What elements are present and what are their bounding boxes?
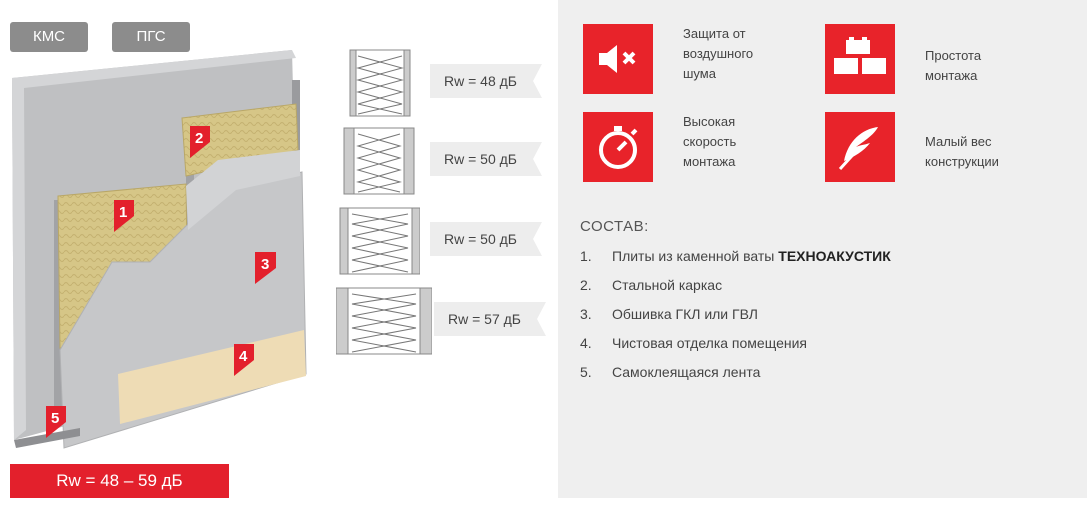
list-item: 4.Чистовая отделка помещения bbox=[580, 335, 807, 351]
wall-illustration: 1 2 3 4 5 bbox=[12, 50, 307, 449]
feature-noise-text: Защита от воздушного шума bbox=[683, 26, 754, 81]
wall-section-icon bbox=[339, 207, 420, 275]
section-row-1: Rw = 48 дБ bbox=[336, 44, 546, 120]
wall-section-icon bbox=[336, 287, 432, 355]
wall-section-icon bbox=[349, 49, 411, 117]
wall-section-icon bbox=[343, 127, 415, 195]
composition-title: СОСТАВ: bbox=[580, 218, 649, 235]
marker-2: 2 bbox=[190, 126, 210, 158]
feature-install-text: Простота монтажа bbox=[925, 48, 982, 83]
tab-pgs[interactable]: ПГС bbox=[112, 22, 190, 52]
speaker-mute-icon bbox=[583, 24, 653, 94]
rw-label: Rw = 50 дБ bbox=[430, 222, 542, 256]
rw-label: Rw = 50 дБ bbox=[430, 142, 542, 176]
rw-label: Rw = 48 дБ bbox=[430, 64, 542, 98]
info-panel: Защита от воздушного шума Простота монта… bbox=[558, 0, 1087, 498]
section-row-4: Rw = 57 дБ bbox=[336, 282, 546, 358]
section-row-2: Rw = 50 дБ bbox=[336, 122, 546, 198]
feature-weight-text: Малый вес конструкции bbox=[925, 134, 999, 169]
stud bbox=[54, 200, 62, 420]
marker-4: 4 bbox=[234, 344, 254, 376]
feature-speed-text: Высокая скорость монтажа bbox=[683, 114, 737, 169]
section-row-3: Rw = 50 дБ bbox=[336, 202, 546, 278]
rw-total-badge: Rw = 48 – 59 дБ bbox=[10, 464, 229, 498]
marker-5: 5 bbox=[46, 406, 66, 438]
marker-1: 1 bbox=[114, 200, 134, 232]
list-item: 2.Стальной каркас bbox=[580, 277, 723, 293]
svg-text:1: 1 bbox=[119, 204, 127, 221]
bricks-icon bbox=[825, 24, 895, 94]
feather-icon bbox=[825, 112, 895, 182]
list-item: 5.Самоклеящаяся лента bbox=[580, 364, 761, 380]
finish-layer bbox=[118, 330, 306, 424]
stopwatch-icon bbox=[583, 112, 653, 182]
svg-text:3: 3 bbox=[261, 256, 269, 273]
svg-text:5: 5 bbox=[51, 410, 59, 427]
composition-list: 1.Плиты из каменной ваты ТЕХНОАКУСТИК 2.… bbox=[580, 246, 891, 391]
marker-3: 3 bbox=[255, 252, 276, 284]
svg-text:2: 2 bbox=[195, 130, 203, 147]
brand-name: ТЕХНОАКУСТИК bbox=[778, 248, 891, 264]
list-item: 1.Плиты из каменной ваты ТЕХНОАКУСТИК bbox=[580, 248, 891, 264]
svg-text:4: 4 bbox=[239, 348, 248, 365]
list-item: 3.Обшивка ГКЛ или ГВЛ bbox=[580, 306, 758, 322]
rw-label: Rw = 57 дБ bbox=[434, 302, 546, 336]
wool-slab-2 bbox=[181, 103, 299, 177]
tab-kms[interactable]: КМС bbox=[10, 22, 88, 52]
